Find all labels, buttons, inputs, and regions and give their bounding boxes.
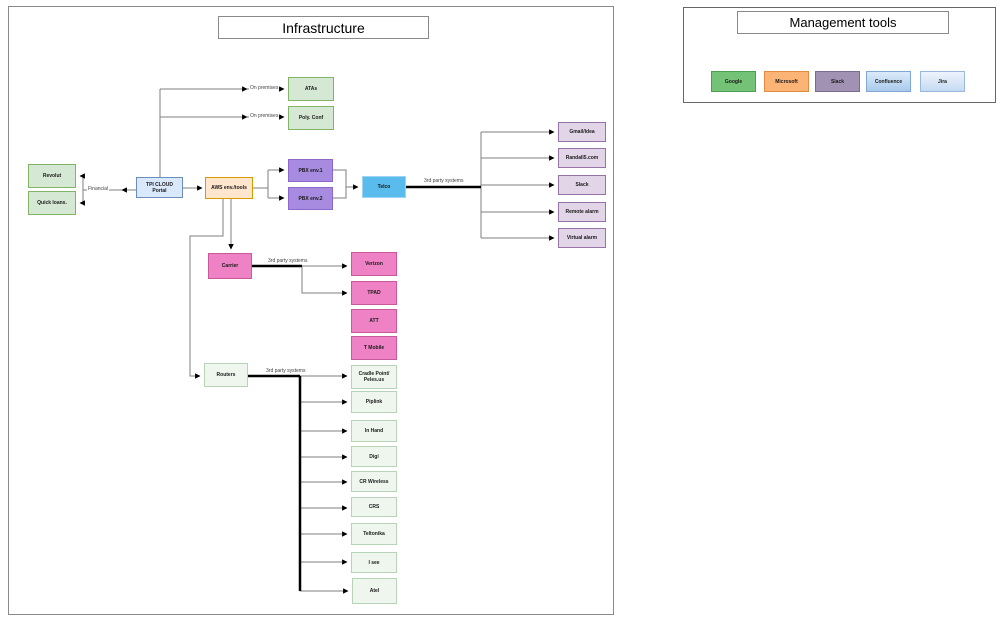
node-randall5[interactable]: Randall5.com	[558, 148, 606, 168]
infrastructure-title: Infrastructure	[218, 16, 429, 39]
node-cr-wireless[interactable]: CR Wireless	[351, 471, 397, 492]
node-quick-loans[interactable]: Quick loans.	[28, 191, 76, 215]
legend-confluence[interactable]: Confluence	[866, 71, 911, 92]
edge-label-financial: Financial	[87, 186, 110, 192]
edge-label-third-party-carrier: 3rd party systems	[267, 258, 309, 264]
node-verizon[interactable]: Verizon	[351, 252, 397, 276]
node-cradle-point[interactable]: Cradle Point/ Peles.us	[351, 365, 397, 389]
node-telco[interactable]: Telco	[362, 176, 406, 198]
node-revolut[interactable]: Revolut	[28, 164, 76, 188]
edge-label-on-premises-bottom: On premises	[249, 113, 280, 119]
node-virtual-alarm[interactable]: Virtual alarm	[558, 228, 606, 248]
node-pbx-env-1[interactable]: PBX env.1	[288, 159, 333, 182]
management-tools-title: Management tools	[737, 11, 949, 34]
node-atel[interactable]: Atel	[352, 578, 397, 604]
node-piplink[interactable]: Piplink	[351, 391, 397, 413]
node-teltonika[interactable]: Teltonika	[351, 523, 397, 545]
node-tpad[interactable]: TPAD	[351, 281, 397, 305]
legend-jira[interactable]: Jira	[920, 71, 965, 92]
node-routers[interactable]: Routers	[204, 363, 248, 387]
node-carrier[interactable]: Carrier	[208, 253, 252, 279]
edge-label-third-party-telco: 3rd party systems	[423, 178, 465, 184]
node-crs[interactable]: CRS	[351, 497, 397, 517]
node-att[interactable]: ATT	[351, 309, 397, 333]
node-gmail-idea[interactable]: Gmail/Idea	[558, 122, 606, 142]
node-atas[interactable]: ATAs	[288, 77, 334, 101]
node-in-hand[interactable]: In Hand	[351, 420, 397, 442]
node-pbx-env-2[interactable]: PBX env.2	[288, 187, 333, 210]
legend-microsoft[interactable]: Microsoft	[764, 71, 809, 92]
node-digi[interactable]: Digi	[351, 446, 397, 467]
node-i-see[interactable]: I see	[351, 552, 397, 573]
node-aws-env[interactable]: AWS env./tools	[205, 177, 253, 199]
node-remote-alarm[interactable]: Remote alarm	[558, 202, 606, 222]
node-poly-conf[interactable]: Poly. Conf	[288, 106, 334, 130]
legend-google[interactable]: Google	[711, 71, 756, 92]
edge-label-third-party-routers: 3rd party systems	[265, 368, 307, 374]
node-t-mobile[interactable]: T Mobile	[351, 336, 397, 360]
node-slack[interactable]: Slack	[558, 175, 606, 195]
node-tpi-cloud-portal[interactable]: TPI CLOUD Portal	[136, 177, 183, 198]
legend-slack[interactable]: Slack	[815, 71, 860, 92]
edge-label-on-premises-top: On premises	[249, 85, 280, 91]
